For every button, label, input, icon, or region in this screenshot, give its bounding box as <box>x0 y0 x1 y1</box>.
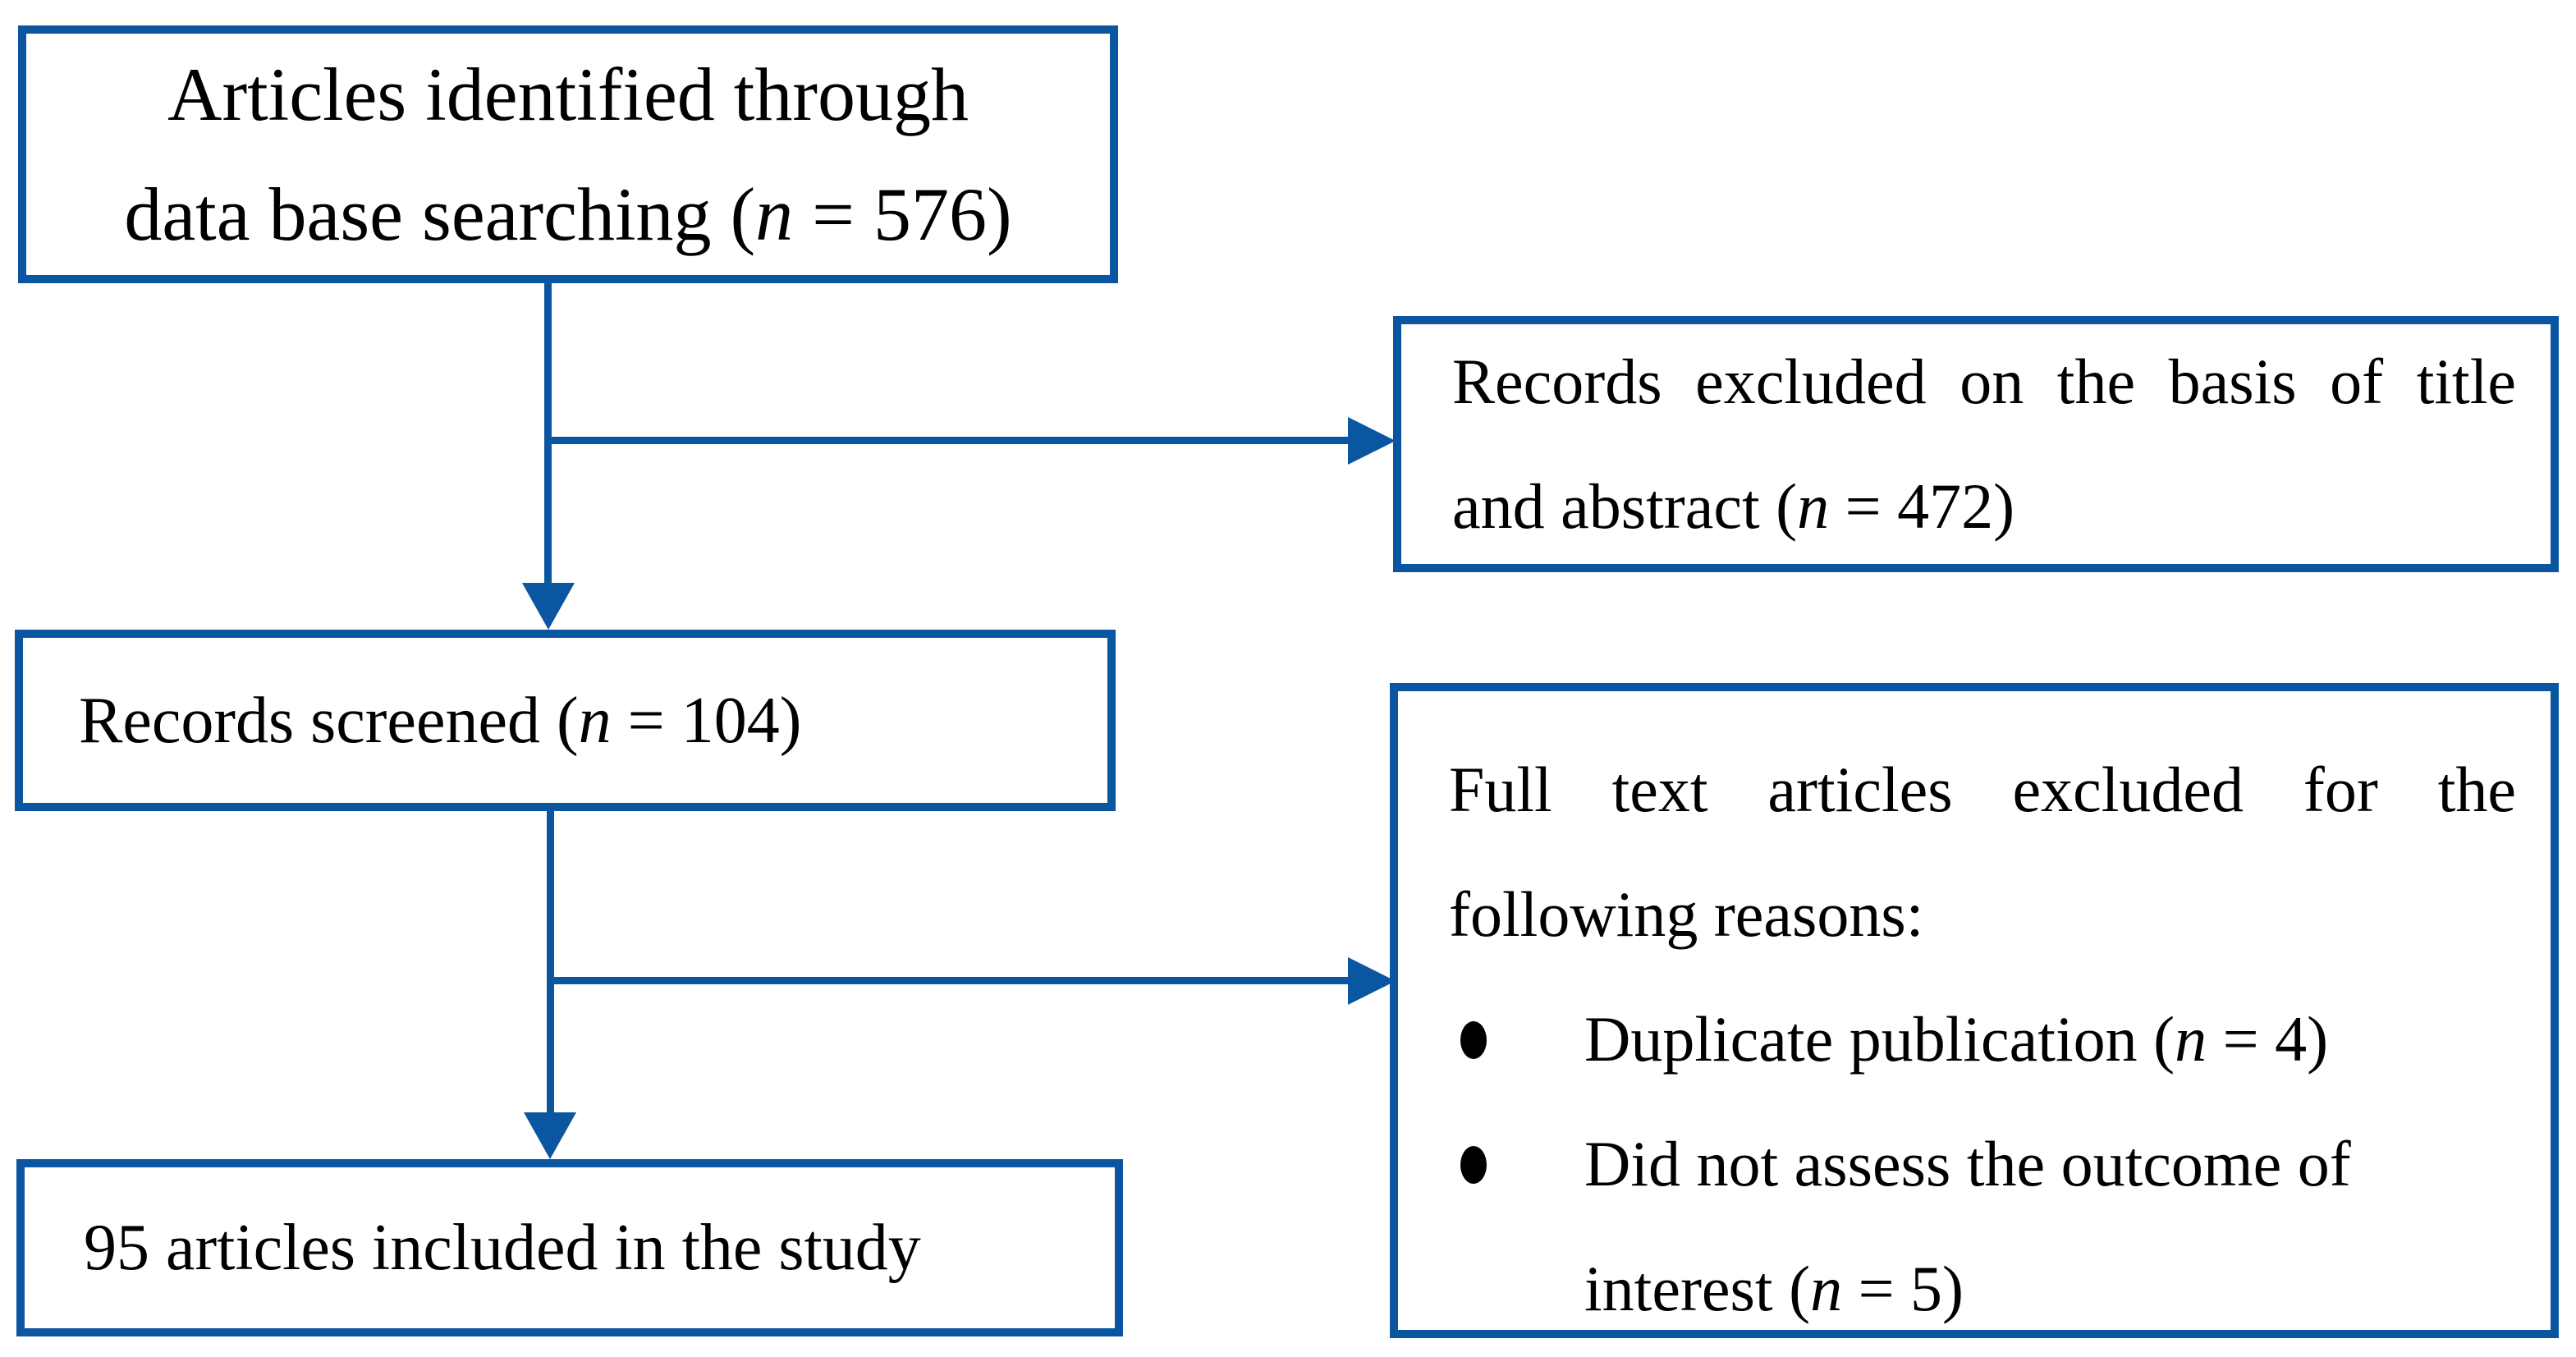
flow-box-fulltext-excluded: Full text articles excluded for the foll… <box>1390 683 2559 1338</box>
flow-box-excluded-title-abstract: Records excluded on the basis of title a… <box>1393 316 2559 572</box>
connector-vertical-2 <box>547 811 554 1113</box>
flow-box-included: 95 articles included in the study <box>16 1159 1123 1336</box>
connector-horizontal-1 <box>544 437 1349 444</box>
arrowhead-down-icon <box>524 1112 576 1159</box>
italic-n: n <box>1797 470 1830 542</box>
identified-line2: data base searching (n = 576) <box>124 172 1012 256</box>
arrowhead-right-icon <box>1348 957 1396 1005</box>
list-item: Did not assess the outcome of interest (… <box>1449 1102 2516 1351</box>
list-item: Duplicate publication (n = 4) <box>1449 977 2516 1102</box>
bullet-icon <box>1460 1146 1487 1184</box>
italic-n: n <box>578 684 612 757</box>
arrowhead-down-icon <box>522 583 575 630</box>
identified-line1: Articles identified through <box>167 53 969 136</box>
connector-vertical-1 <box>544 283 552 585</box>
fulltext-intro: Full text articles excluded for the foll… <box>1449 754 2516 950</box>
italic-n: n <box>755 172 794 256</box>
screened-text: Records screened (n = 104) <box>79 684 802 757</box>
flow-box-identified: Articles identified through data base se… <box>18 25 1118 283</box>
italic-n: n <box>2175 1003 2207 1075</box>
excluded-title-text: Records excluded on the basis of title a… <box>1452 346 2516 542</box>
flow-box-screened: Records screened (n = 104) <box>15 630 1116 811</box>
fulltext-reason-list: Duplicate publication (n = 4) Did not as… <box>1449 977 2516 1351</box>
included-text: 95 articles included in the study <box>84 1212 921 1284</box>
connector-horizontal-2 <box>547 977 1349 984</box>
bullet-icon <box>1460 1021 1487 1059</box>
arrowhead-right-icon <box>1348 417 1396 465</box>
italic-n: n <box>1810 1253 1843 1324</box>
